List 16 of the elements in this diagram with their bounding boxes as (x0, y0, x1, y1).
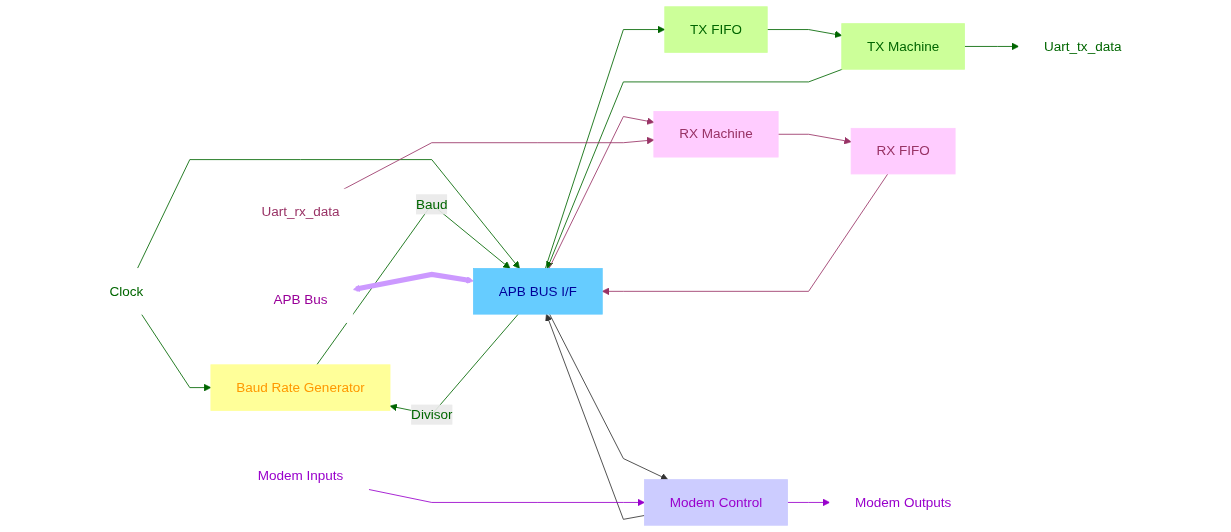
node-box: RX FIFO (850, 127, 956, 175)
node-box: APB BUS I/F (473, 268, 603, 315)
edge-label: Divisor (411, 407, 453, 422)
node-box: RX Machine (653, 111, 779, 158)
node-text: Uart_rx_data (261, 204, 340, 219)
node-text: APB Bus (273, 292, 328, 307)
node-text: Modem Inputs (257, 467, 344, 483)
node-text: Clock (109, 283, 144, 299)
node-box: Modem Control (644, 479, 788, 526)
edge-label: Baud (415, 196, 448, 212)
node-box: Baud Rate Generator (210, 364, 391, 411)
node-box: TX FIFO (664, 6, 768, 53)
arrow (352, 271, 474, 292)
node-text: Modem Outputs (855, 494, 952, 510)
node-box: TX Machine (841, 23, 965, 70)
node-text: Uart_tx_data (1044, 38, 1122, 54)
